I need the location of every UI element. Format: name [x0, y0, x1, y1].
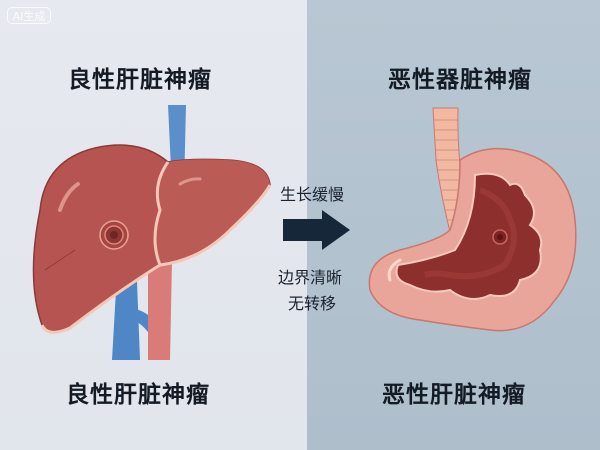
- artery-icon: [148, 260, 172, 360]
- right-arrow-icon: [283, 210, 350, 250]
- clear-boundary-label: 边界清晰: [278, 268, 343, 287]
- ai-generated-badge: AI生成: [7, 7, 51, 24]
- malignant-tumor-icon: [492, 229, 508, 245]
- left-title-top: 良性肝脏神瘤: [68, 67, 212, 93]
- no-metastasis-label: 无转移: [288, 294, 337, 313]
- stomach-illustration: [368, 107, 577, 332]
- right-title-top: 恶性器脏神瘤: [388, 67, 532, 93]
- benign-tumor-icon: [99, 220, 129, 250]
- left-title-bottom: 良性肝脏神瘤: [66, 382, 210, 408]
- liver-illustration: [32, 105, 272, 360]
- growth-slow-label: 生长缓慢: [280, 185, 345, 204]
- right-title-bottom: 恶性肝脏神瘤: [382, 382, 526, 408]
